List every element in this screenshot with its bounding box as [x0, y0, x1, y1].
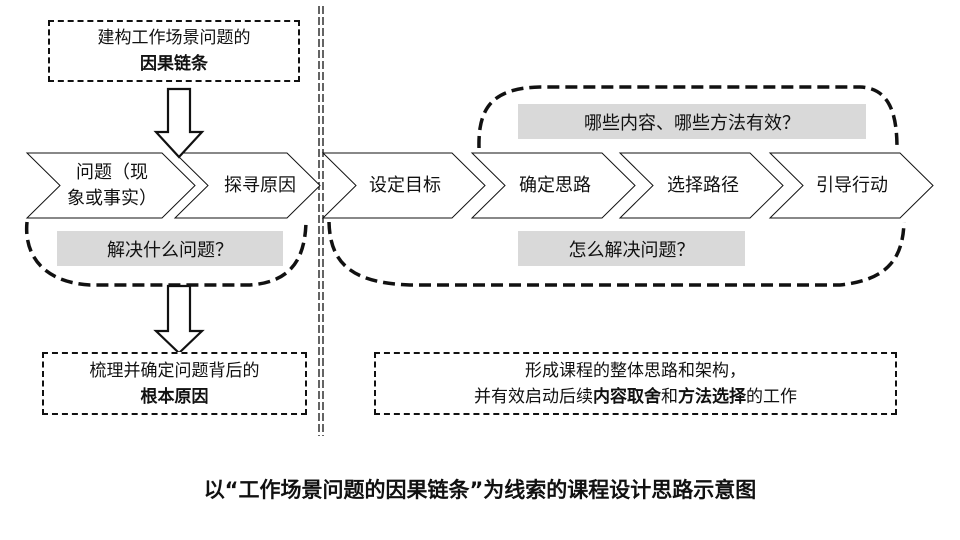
- vertical-divider: [318, 6, 324, 436]
- box-text: 形成课程的整体思路和架构，: [525, 360, 746, 381]
- course-framework-box: 形成课程的整体思路和架构， 并有效启动后续内容取舍和方法选择的工作: [374, 352, 897, 415]
- chevron-label-determine-approach: 确定思路: [519, 175, 591, 196]
- right-bottom-dashed-loop: [327, 221, 906, 287]
- chevron-set-goal: [321, 152, 486, 219]
- down-arrow-bottom: [153, 284, 205, 355]
- chevron-label-line: 象或事实）: [67, 188, 157, 209]
- callout-how-to-solve: 怎么解决问题？: [518, 231, 745, 266]
- box-text-bold: 因果链条: [140, 54, 208, 74]
- box-text-line2: 并有效启动后续内容取舍和方法选择的工作: [474, 384, 797, 410]
- chevron-label-set-goal: 设定目标: [369, 175, 441, 196]
- chevron-guide-action: [768, 152, 934, 219]
- chevron-label-line: 问题（现: [76, 162, 148, 183]
- box-text: 建构工作场景问题的: [97, 28, 251, 48]
- right-top-dashed-loop: [477, 85, 899, 149]
- box-text: 梳理并确定问题背后的: [89, 360, 260, 381]
- chevron-find-cause: [173, 152, 321, 219]
- root-cause-box: 梳理并确定问题背后的 根本原因: [42, 352, 307, 415]
- chevron-label-choose-path: 选择路径: [667, 175, 739, 196]
- chevron-determine-approach: [470, 152, 636, 219]
- callout-what-problem: 解决什么问题？: [57, 231, 283, 266]
- down-arrow-top: [153, 87, 205, 159]
- diagram-caption: 以“工作场景问题的因果链条”为线索的课程设计思路示意图: [203, 478, 757, 502]
- box-text: 并有效启动后续: [474, 386, 593, 407]
- box-text-bold: 方法选择: [678, 386, 746, 407]
- chevron-label-phenomenon: 问题（现 象或事实）: [52, 153, 172, 219]
- causal-chain-box: 建构工作场景问题的 因果链条: [48, 20, 300, 82]
- callout-which-content-methods: 哪些内容、哪些方法有效？: [518, 104, 866, 139]
- box-text-bold: 内容取舍: [593, 386, 661, 407]
- box-text-bold: 根本原因: [140, 386, 209, 407]
- chevron-phenomenon: [25, 152, 196, 219]
- chevron-label-find-cause: 探寻原因: [224, 175, 296, 196]
- box-text: 和: [661, 386, 678, 407]
- box-text: 的工作: [746, 386, 797, 407]
- chevron-choose-path: [618, 152, 784, 219]
- chevron-label-guide-action: 引导行动: [816, 175, 888, 196]
